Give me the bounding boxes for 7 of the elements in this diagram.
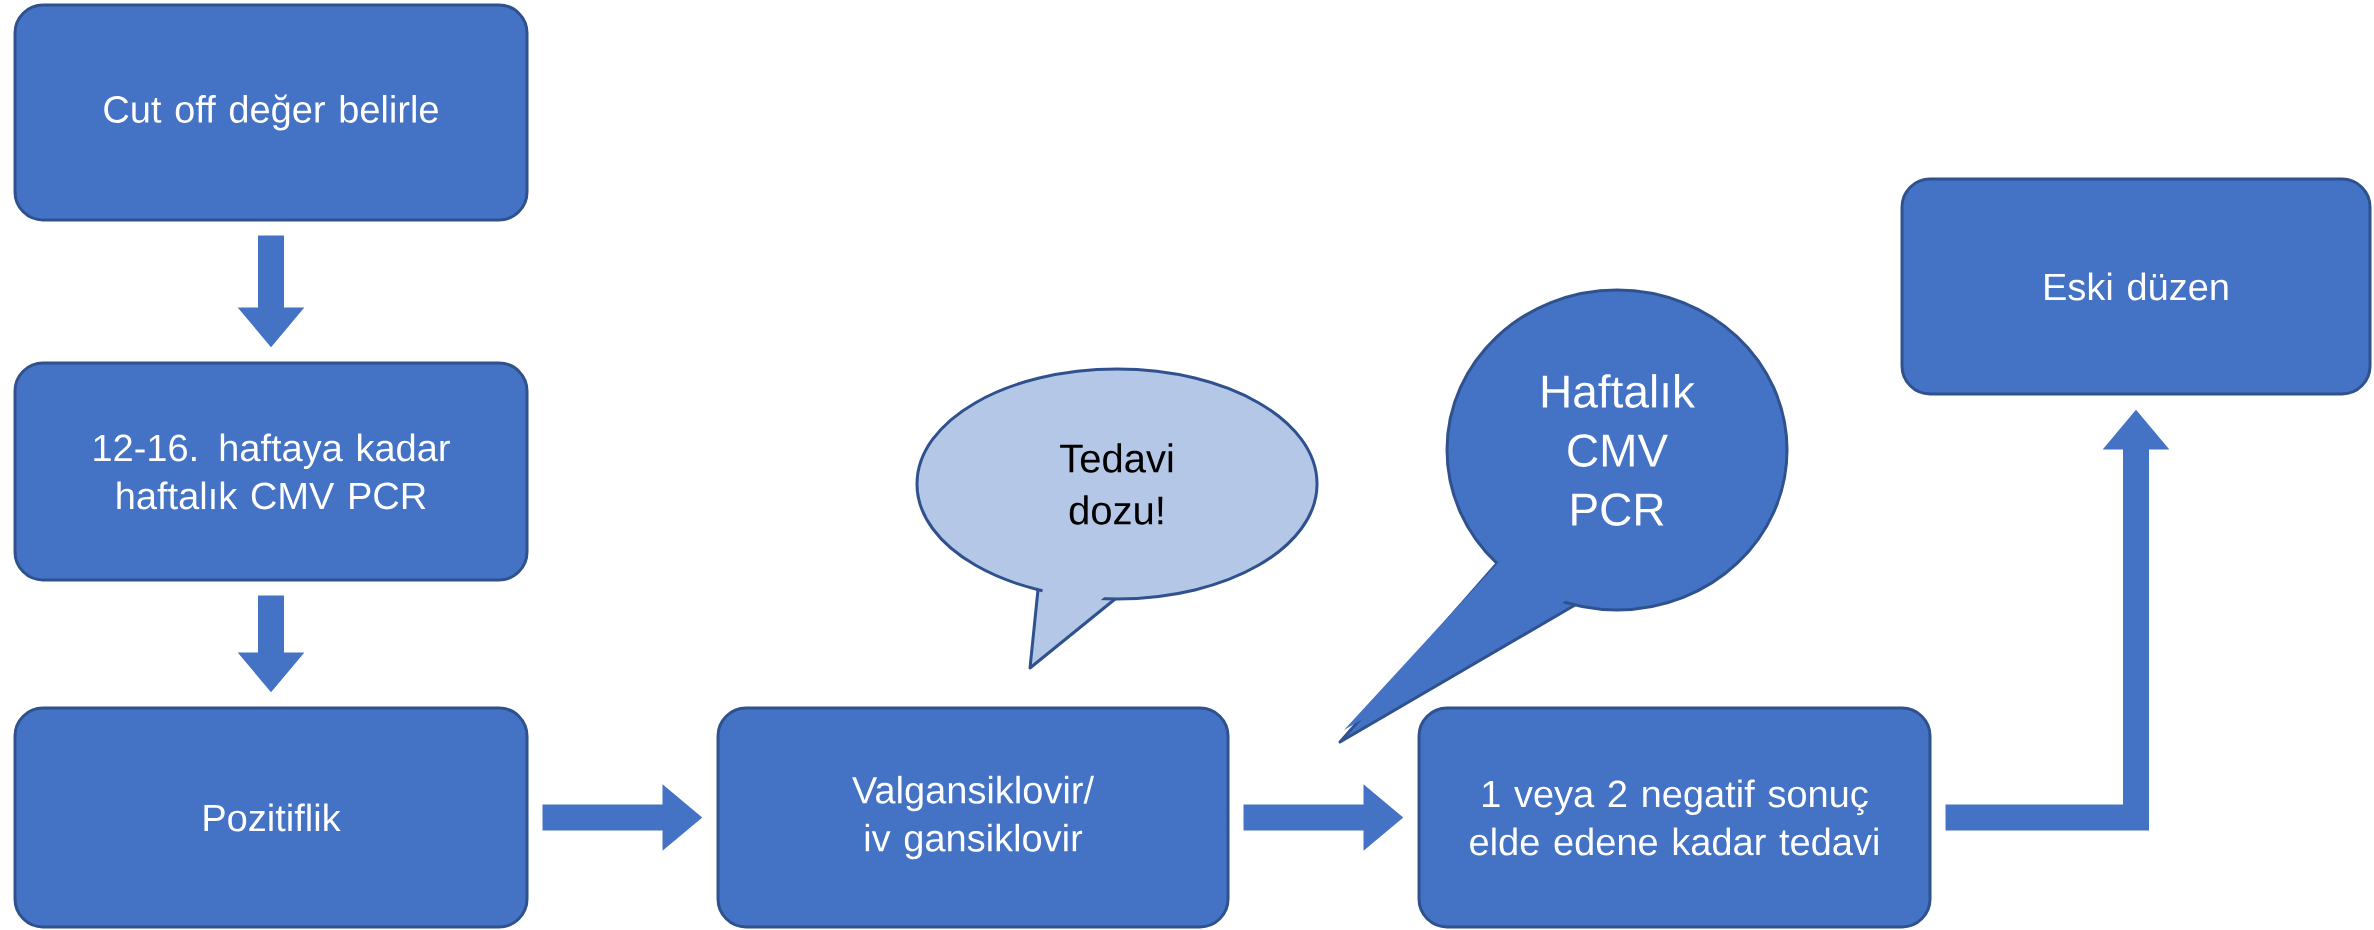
process-box: Eski düzen bbox=[1900, 177, 2372, 396]
speech-bubble: Haftalık CMV PCR bbox=[1338, 288, 1789, 744]
process-box: Valgansiklovir/ iv gansiklovir bbox=[716, 706, 1230, 929]
process-box: Pozitiflik bbox=[13, 706, 529, 929]
process-box: 12-16. haftaya kadar haftalık CMV PCR bbox=[13, 361, 529, 582]
speech-bubble: Tedavi dozu! bbox=[915, 367, 1319, 670]
process-box: Cut off değer belirle bbox=[13, 3, 529, 222]
